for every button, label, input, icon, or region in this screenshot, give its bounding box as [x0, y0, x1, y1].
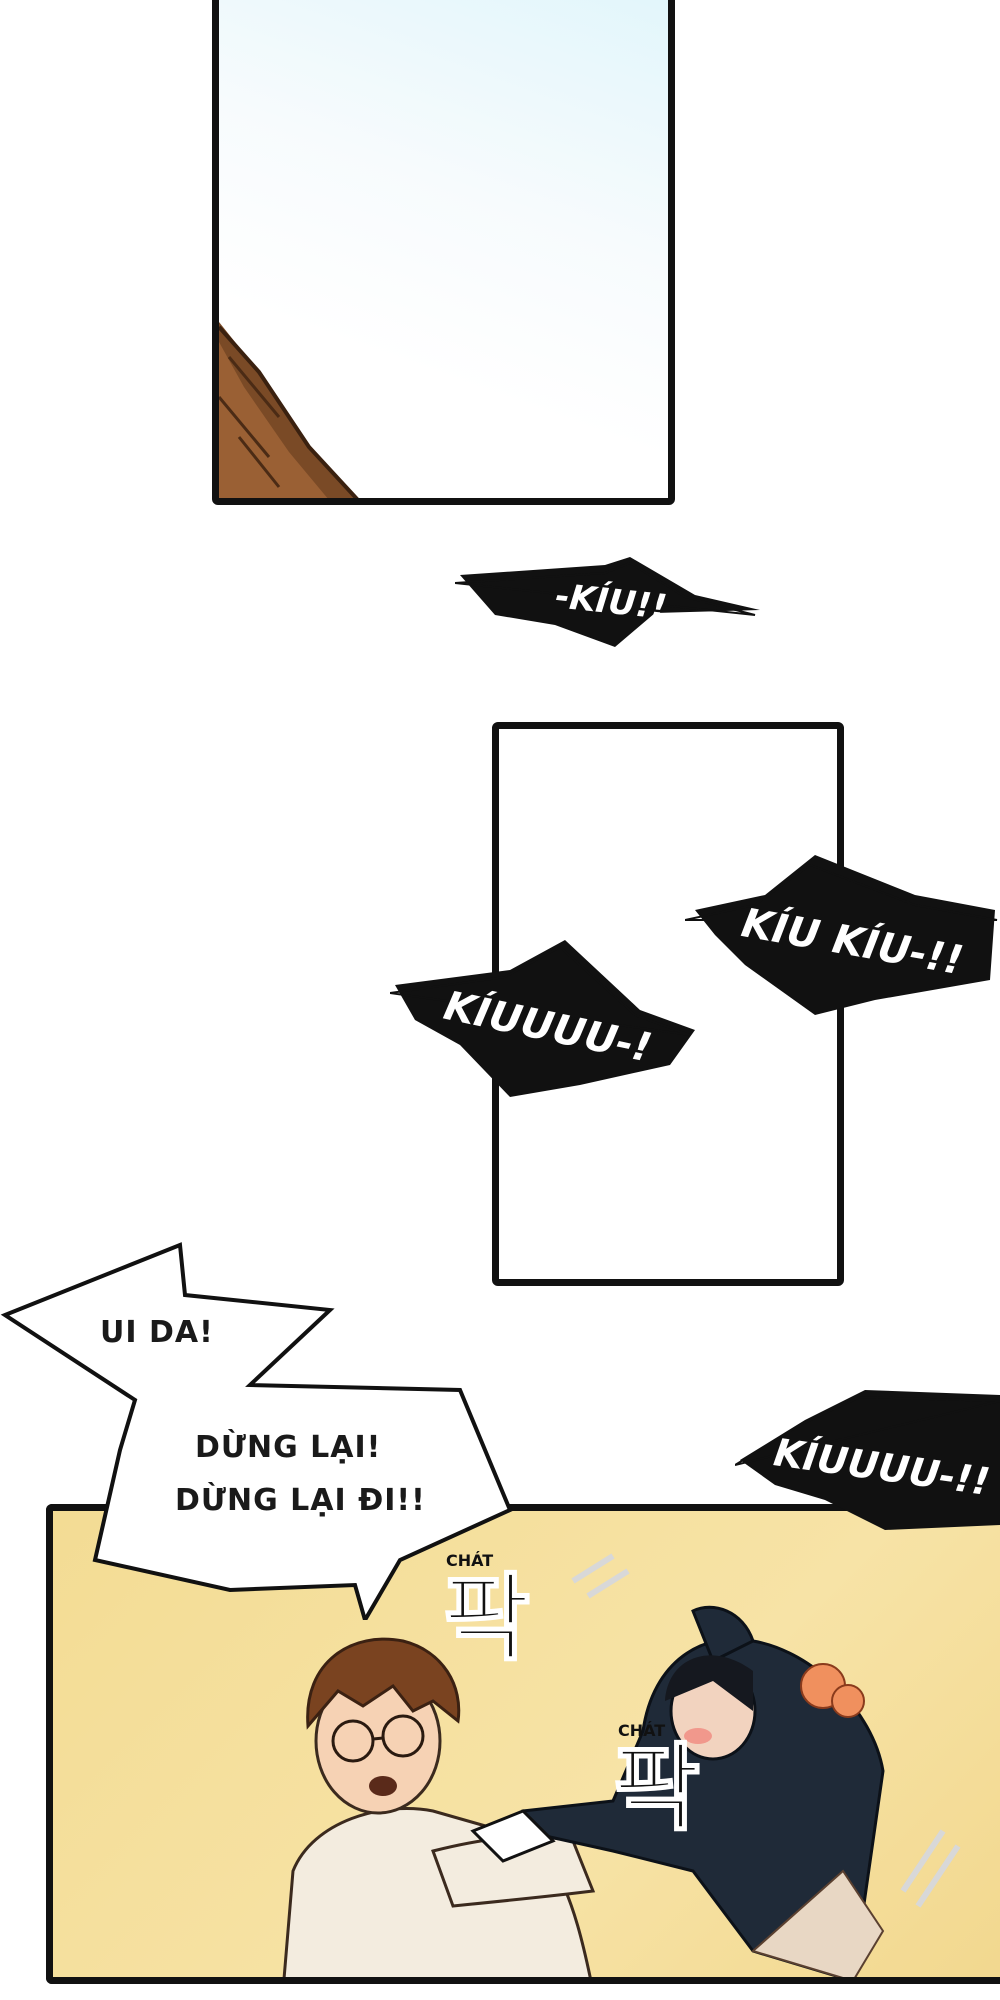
sfx-kiuuuu-1: KÍUUUU-! [390, 935, 700, 1100]
dialogue-ui-da: UI DA! [100, 1315, 214, 1350]
dialogue-dung-lai-2: DỪNG LẠI ĐI!! [175, 1483, 426, 1518]
glasses-right [381, 1714, 425, 1758]
roof-illustration [219, 322, 359, 498]
speech-bubble: UI DA! DỪNG LẠI! DỪNG LẠI ĐI!! [0, 1240, 520, 1620]
scene-illustration: 팍 팍 CHÁT CHÁT [282, 1551, 961, 1977]
dialogue-dung-lai-1: DỪNG LẠI! [195, 1430, 382, 1465]
impact-flash [470, 1809, 556, 1863]
panel-sky [212, 0, 675, 505]
panel-scene: 팍 팍 CHÁT CHÁT [46, 1504, 1000, 1984]
man-mouth [369, 1776, 397, 1796]
impact-glyph-1: 팍 [443, 1564, 530, 1674]
impact-glyph-2: 팍 [613, 1734, 700, 1844]
sfx-kiu-kiu: KÍU KÍU-!! [685, 850, 1000, 1020]
blush [684, 1728, 712, 1744]
glasses-left [331, 1719, 375, 1763]
man-hair [306, 1637, 461, 1730]
sfx-kiuuuu-2: KÍUUUU-!! [735, 1385, 1000, 1535]
impact-chat-1: CHÁT [446, 1551, 493, 1570]
impact-chat-2: CHÁT [618, 1721, 665, 1740]
sfx-kiu-1: -KÍU!! [455, 555, 765, 655]
